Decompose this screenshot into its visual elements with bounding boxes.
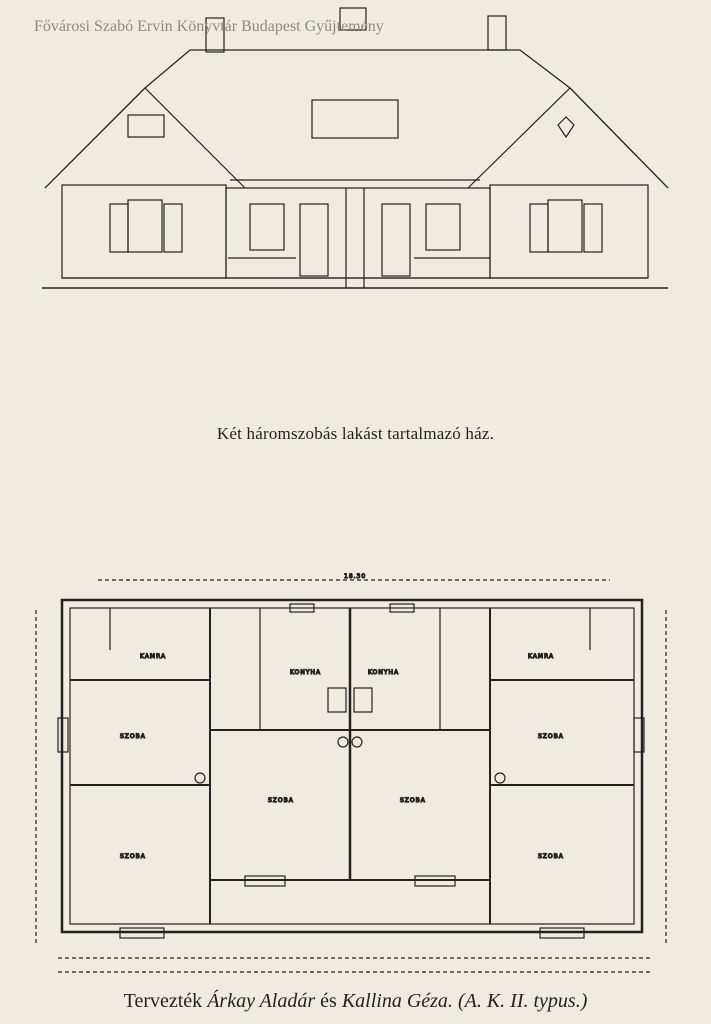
room-label: KAMRA [528, 653, 554, 660]
watermark: Fővárosi Szabó Ervin Könyvtár Budapest G… [34, 18, 384, 35]
architect-1: Árkay Aladár [207, 990, 316, 1012]
room-label: SZOBA [400, 797, 426, 804]
room-label: KONYHA [368, 669, 399, 676]
room-label: SZOBA [538, 853, 564, 860]
room-label: SZOBA [120, 853, 146, 860]
room-label: KAMRA [140, 653, 166, 660]
room-label: KONYHA [290, 669, 321, 676]
chimney [205, 17, 225, 53]
footer-conjunction: és [320, 990, 337, 1012]
room-label: SZOBA [538, 733, 564, 740]
room-label: SZOBA [268, 797, 294, 804]
architect-2: Kallina Géza. [341, 990, 453, 1012]
chimney [339, 7, 367, 31]
overall-dimension: 18.30 [344, 573, 366, 580]
elevation-caption: Két háromszobás lakást tartalmazó ház. [216, 424, 495, 443]
floor-plan-drawing: 18.30 SZOBA SZOBA SZOBA SZOBA SZOBA SZOB… [35, 572, 667, 973]
room-label: SZOBA [120, 733, 146, 740]
footer-prefix: Tervezték [123, 990, 203, 1012]
type-designation: (A. K. II. typus.) [457, 990, 588, 1012]
house-elevation-drawing [42, 7, 669, 289]
footer-caption: Tervezték Árkay Aladár és Kallina Géza. … [0, 990, 711, 1013]
